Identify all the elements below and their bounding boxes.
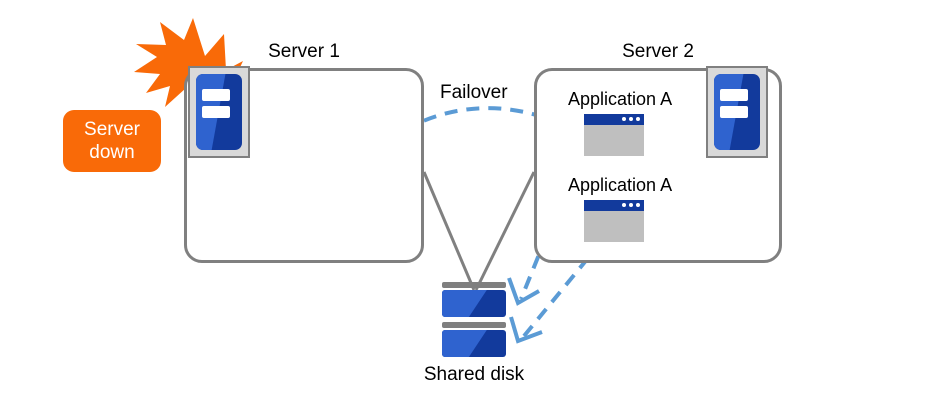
disk-slab (442, 330, 506, 357)
disk-cap (442, 322, 506, 328)
application-window-dots (622, 203, 640, 207)
disk-cap (442, 282, 506, 288)
server-down-text: Server down (84, 118, 140, 164)
application-window-titlebar (584, 200, 644, 211)
server1-title: Server 1 (268, 41, 340, 62)
server-machine-icon (706, 66, 768, 158)
server-icon-bar-top (719, 89, 749, 102)
application-window-dots (622, 117, 640, 121)
connector-server1-to-disk (422, 171, 476, 291)
failover-label: Failover (440, 82, 508, 103)
server-down-badge[interactable]: Server down (63, 110, 161, 172)
shared-disk-label: Shared disk (423, 364, 525, 385)
server-icon-bar-bottom (719, 105, 749, 118)
application-a-label-1: Application A (568, 89, 673, 109)
application-window-icon (584, 200, 644, 242)
disk-slab (442, 290, 506, 317)
server-down-line2: down (89, 142, 135, 163)
server-icon-bar-top (201, 89, 231, 102)
server2-title: Server 2 (622, 41, 694, 62)
disk-unit-bottom (442, 322, 506, 357)
server-icon-bar-bottom (201, 105, 231, 118)
disk-unit-top (442, 282, 506, 317)
server-machine-icon (188, 66, 250, 158)
application-window-icon (584, 114, 644, 156)
server-icon-body (714, 74, 760, 150)
application-a-label-2: Application A (568, 175, 673, 195)
server-down-line1: Server (84, 119, 140, 140)
shared-disk-icon (442, 282, 506, 358)
application-window-titlebar (584, 114, 644, 125)
connector-server2-to-disk (474, 171, 536, 291)
server-icon-body (196, 74, 242, 150)
